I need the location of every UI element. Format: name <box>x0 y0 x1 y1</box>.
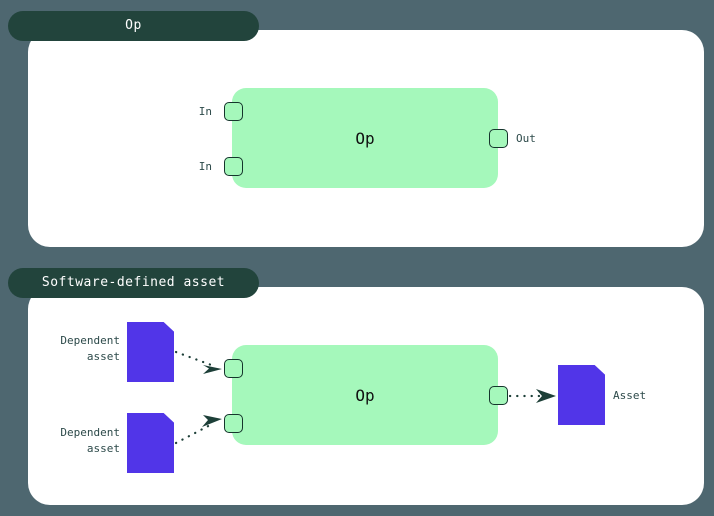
input-port-label-1: In <box>198 105 212 118</box>
input-port-square-4[interactable] <box>224 414 243 433</box>
dependent-asset-document-icon-2[interactable] <box>127 413 174 473</box>
panel-op-title: Op <box>8 11 259 41</box>
input-port-square-1[interactable] <box>224 102 243 121</box>
dependent-asset-label-1: Dependent asset <box>60 334 120 363</box>
panel-software-defined-asset-title: Software-defined asset <box>8 268 259 298</box>
asset-document-icon[interactable] <box>558 365 605 425</box>
dependent-asset-label-2: Dependent asset <box>60 426 120 455</box>
input-port-square-3[interactable] <box>224 359 243 378</box>
dependent-asset-document-icon-1[interactable] <box>127 322 174 382</box>
output-port-square-2[interactable] <box>489 386 508 405</box>
asset-label: Asset <box>613 389 647 402</box>
input-port-square-2[interactable] <box>224 157 243 176</box>
output-port-square-1[interactable] <box>489 129 508 148</box>
input-port-label-2: In <box>198 160 212 173</box>
output-port-label-1: Out <box>516 132 536 145</box>
op-box-top[interactable]: Op <box>232 88 498 188</box>
op-box-bottom[interactable]: Op <box>232 345 498 445</box>
